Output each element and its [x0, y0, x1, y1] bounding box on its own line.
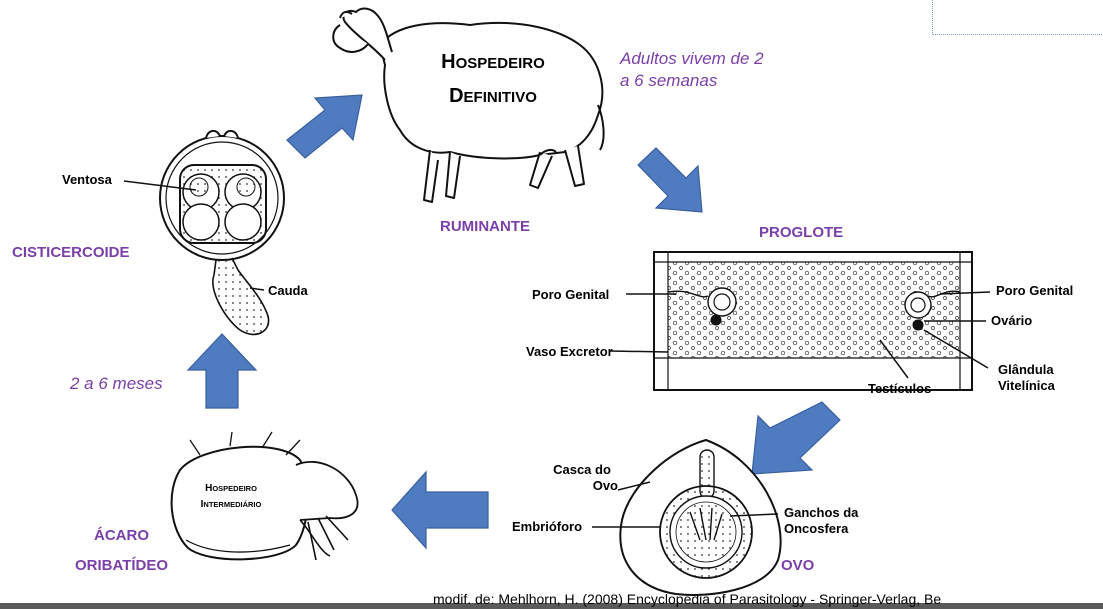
- definitive-host-title: HOSPEDEIRO DEFINITIVO: [413, 46, 573, 114]
- label-casca-line2: Ovo: [546, 478, 618, 494]
- stage-label-cisticercoide: CISTICERCOIDE: [12, 244, 130, 261]
- label-ovario: Ovário: [991, 313, 1032, 328]
- label-glandula-line1: Glândula: [998, 362, 1055, 378]
- adults-duration-line1: Adultos vivem de 2: [620, 48, 764, 70]
- flow-arrow-to-cisticercoide: [188, 334, 256, 408]
- label-ganchos: Ganchos da Oncosfera: [784, 505, 858, 537]
- label-glandula: Glândula Vitelínica: [998, 362, 1055, 394]
- stage-label-ruminante: RUMINANTE: [440, 218, 530, 235]
- adults-duration-note: Adultos vivem de 2 a 6 semanas: [620, 48, 764, 92]
- definitive-host-title-line2: DEFINITIVO: [413, 80, 573, 114]
- months-duration-note: 2 a 6 meses: [70, 373, 163, 395]
- definitive-host-line1-initial: H: [441, 51, 455, 73]
- intermediate-host-line2-rest: NTERMEDIÁRIO: [203, 500, 261, 509]
- label-ganchos-line1: Ganchos da: [784, 505, 858, 521]
- label-ganchos-line2: Oncosfera: [784, 521, 858, 537]
- flow-arrow-to-acaro: [392, 472, 488, 548]
- label-glandula-line2: Vitelínica: [998, 378, 1055, 394]
- label-ventosa: Ventosa: [62, 172, 112, 187]
- flow-arrow-to-ovo: [752, 402, 840, 474]
- flow-arrow-to-sheep: [287, 95, 362, 158]
- flow-arrow-to-proglote: [638, 148, 702, 212]
- label-testiculos: Testículos: [868, 381, 931, 396]
- label-poro-genital-left: Poro Genital: [532, 287, 609, 302]
- adults-duration-line2: a 6 semanas: [620, 70, 764, 92]
- label-casca-do-ovo: Casca do Ovo: [546, 462, 618, 494]
- definitive-host-line2-initial: D: [449, 85, 463, 107]
- intermediate-host-title: HOSPEDEIRO INTERMEDIÁRIO: [176, 480, 286, 512]
- definitive-host-line1-rest: OSPEDEIRO: [456, 55, 545, 72]
- stage-label-oribatideo: ORIBATÍDEO: [75, 557, 168, 574]
- definitive-host-line2-rest: EFINITIVO: [464, 89, 537, 106]
- label-vaso-excretor: Vaso Excretor: [526, 344, 613, 359]
- label-casca-line1: Casca do: [546, 462, 618, 478]
- intermediate-host-title-line1: HOSPEDEIRO: [176, 480, 286, 496]
- definitive-host-title-line1: HOSPEDEIRO: [413, 46, 573, 80]
- cysticercoid-illustration: [160, 131, 284, 335]
- stage-label-ovo: OVO: [781, 557, 814, 574]
- source-citation: modif. de: Mehlhorn, H. (2008) Encyclope…: [433, 591, 941, 607]
- corner-decoration: [932, 0, 1103, 35]
- label-embrioforo: Embrióforo: [512, 519, 582, 534]
- intermediate-host-title-line2: INTERMEDIÁRIO: [176, 496, 286, 512]
- label-cauda: Cauda: [268, 283, 308, 298]
- label-poro-genital-right: Poro Genital: [996, 283, 1073, 298]
- stage-label-acaro: ÁCARO: [94, 527, 149, 544]
- stage-label-proglote: PROGLOTE: [759, 224, 843, 241]
- intermediate-host-line1-rest: OSPEDEIRO: [212, 484, 257, 493]
